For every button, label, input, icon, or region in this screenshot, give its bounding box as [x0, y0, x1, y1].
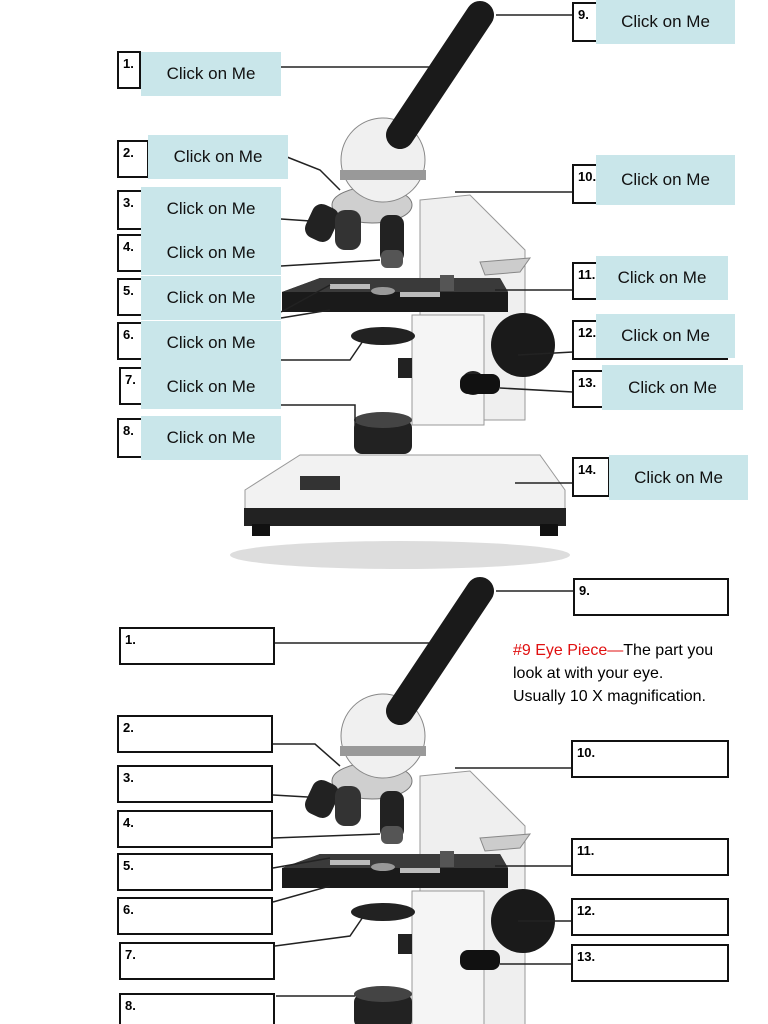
label-number: 14. [578, 462, 597, 477]
label-number: 6. [123, 327, 134, 342]
click-button-12[interactable]: Click on Me [596, 314, 735, 358]
label-number: 10. [577, 745, 596, 760]
label-number: 2. [123, 145, 134, 160]
answer-box-9[interactable]: 9. [573, 578, 729, 616]
click-button-11[interactable]: Click on Me [596, 256, 728, 300]
microscope-drawing [230, 1, 570, 569]
answer-box-3[interactable]: 3. [117, 765, 273, 803]
label-number: 1. [123, 56, 134, 71]
label-box-2: 2. [117, 140, 149, 178]
answer-box-7[interactable]: 7. [119, 942, 275, 980]
label-number: 7. [125, 947, 136, 962]
label-box-10: 10. [572, 164, 598, 204]
description-line-2: look at with your eye. [513, 665, 664, 682]
answer-box-8[interactable]: 8. [119, 993, 275, 1024]
label-number: 12. [577, 903, 596, 918]
answer-box-4[interactable]: 4. [117, 810, 273, 848]
label-number: 5. [123, 858, 134, 873]
label-number: 8. [123, 423, 134, 438]
microscope-drawing [282, 577, 555, 1024]
quiz-panel: 1. 2. 3. 4. 5. 6. 7. 8. 9. 10. 11. 12. 1… [117, 0, 748, 569]
click-button-1[interactable]: Click on Me [141, 52, 281, 96]
label-number: 2. [123, 720, 134, 735]
label-number: 7. [125, 372, 136, 387]
answer-box-12[interactable]: 12. [571, 898, 729, 936]
click-button-3[interactable]: Click on Me [141, 187, 281, 231]
label-number: 10. [578, 169, 597, 184]
label-box-8: 8. [117, 418, 143, 458]
label-number: 12. [578, 325, 597, 340]
label-number: 3. [123, 195, 134, 210]
label-number: 9. [578, 7, 589, 22]
label-number: 6. [123, 902, 134, 917]
label-number: 4. [123, 815, 134, 830]
answer-panel: 1. 2. 3. 4. 5. 6. 7. 8. 9. 10. 11. 12. 1… [0, 576, 768, 1024]
label-box-9: 9. [572, 2, 598, 42]
label-number: 13. [577, 949, 596, 964]
label-box-5: 5. [117, 278, 143, 316]
click-button-4[interactable]: Click on Me [141, 231, 281, 275]
label-box-14: 14. [572, 457, 610, 497]
answer-box-10[interactable]: 10. [571, 740, 729, 778]
click-button-13[interactable]: Click on Me [602, 365, 743, 410]
click-button-5[interactable]: Click on Me [141, 276, 281, 320]
label-box-13: 13. [572, 370, 604, 408]
label-box-6: 6. [117, 322, 143, 360]
leader-lines [280, 14, 574, 484]
description-line-3: Usually 10 X magnification. [513, 688, 706, 705]
microscope-illustration-2 [272, 577, 573, 1024]
answer-box-13[interactable]: 13. [571, 944, 729, 982]
label-box-1: 1. [117, 51, 141, 89]
part-description: #9 Eye Piece—The part you look at with y… [513, 639, 763, 708]
click-button-6[interactable]: Click on Me [141, 321, 281, 365]
answer-box-11[interactable]: 11. [571, 838, 729, 876]
label-number: 5. [123, 283, 134, 298]
microscope-illustration [230, 1, 574, 569]
part-title: #9 Eye Piece— [513, 642, 624, 659]
label-number: 4. [123, 239, 134, 254]
label-box-11: 11. [572, 262, 598, 300]
label-box-3: 3. [117, 190, 143, 230]
click-button-10[interactable]: Click on Me [596, 155, 735, 205]
label-number: 11. [577, 843, 595, 858]
label-number: 1. [125, 632, 136, 647]
label-number: 11. [578, 267, 596, 282]
click-button-14[interactable]: Click on Me [609, 455, 748, 500]
label-box-7: 7. [119, 367, 143, 405]
answer-box-6[interactable]: 6. [117, 897, 273, 935]
click-button-7[interactable]: Click on Me [141, 365, 281, 409]
click-button-9[interactable]: Click on Me [596, 0, 735, 44]
click-button-8[interactable]: Click on Me [141, 416, 281, 460]
label-box-4: 4. [117, 234, 143, 272]
label-number: 3. [123, 770, 134, 785]
label-number: 9. [579, 583, 590, 598]
description-line-1: The part you [623, 642, 714, 659]
click-button-2[interactable]: Click on Me [148, 135, 288, 179]
label-number: 8. [125, 998, 136, 1013]
answer-box-5[interactable]: 5. [117, 853, 273, 891]
answer-box-1[interactable]: 1. [119, 627, 275, 665]
answer-box-2[interactable]: 2. [117, 715, 273, 753]
leader-lines [272, 590, 573, 997]
label-number: 13. [578, 375, 597, 390]
